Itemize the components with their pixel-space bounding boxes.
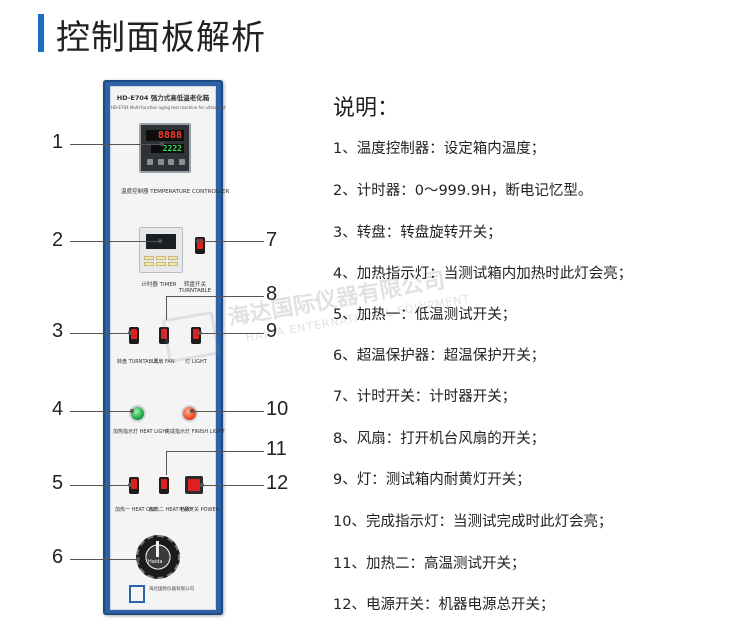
callout-3-line [70,333,130,334]
explanation-item: 8、风扇：打开机台风扇的开关； [333,431,546,447]
power-label: 电源开关 POWER [179,507,220,513]
explanation-item: 3、转盘：转盘旋转开关； [333,225,502,241]
callout-10-line [192,411,264,412]
control-panel: HD-E704 强力式高低温老化箱 HD-E704 Multi-function… [103,80,230,615]
callout-9-line [200,333,264,334]
knob-brand: Haida [148,559,163,565]
over-temperature-knob: Haida [136,535,180,579]
callout-9: 9 [266,320,278,342]
finish-indicator-lamp [181,405,198,422]
title-accent-bar [38,14,44,52]
explanation-item: 4、加热指示灯：当测试箱内加热时此灯会亮； [333,266,633,282]
explanation-item: 12、电源开关：机器电源总开关； [333,597,555,613]
callout-5-dot [128,483,132,487]
callout-1-line [70,144,162,145]
callout-5: 5 [52,472,64,494]
timer-switch [195,237,205,254]
callout-7-dot [196,239,200,243]
explanation-item: 9、灯：测试箱内耐黄灯开关； [333,472,531,488]
callout-1-dot [160,142,164,146]
callout-4-line [70,411,132,412]
logo-mark-icon [129,585,145,603]
explanation-item: 2、计时器：0～999.9H，断电记忆型。 [333,183,593,199]
fan-switch [159,327,169,344]
callout-8-line [166,296,264,297]
power-switch [185,476,203,494]
control-panel-face: HD-E704 强力式高低温老化箱 HD-E704 Multi-function… [110,86,230,610]
heat-two-label: 加热二 HEAT TWO [149,507,193,513]
controller-keys [147,159,185,166]
explanation-item: 5、加热一：低温测试开关； [333,307,517,323]
callout-3-dot [128,331,132,335]
callout-4: 4 [52,398,64,420]
fan-switch-label: 风扇 FAN [153,359,175,365]
explanation-item: 1、温度控制器：设定箱内温度； [333,141,546,157]
callout-12: 12 [266,472,289,494]
sv-display: 2222 [151,144,184,153]
callout-1: 1 [52,131,64,153]
callout-8: 8 [266,283,278,305]
callout-6: 6 [52,546,64,568]
explanation-item: 10、完成指示灯：当测试完成时此灯会亮； [333,514,613,530]
callout-11-drop [166,451,167,475]
callout-5-line [70,485,130,486]
turntable-label: 转盘开关 TURNTABLE [178,282,212,294]
callout-2: 2 [52,229,64,251]
light-switch [191,327,201,344]
callout-2-line [70,241,160,242]
explanation-item: 6、超温保护器：超温保护开关； [333,348,546,364]
finish-indicator-label: 完成指示灯 FINISH LIGHT [165,429,225,435]
callout-4-dot [130,409,134,413]
turntable-switch-label: 转盘 TURNTABLE [117,359,158,365]
callout-7-line [198,241,264,242]
heat-one-label: 加热一 HEAT ONE [115,507,158,513]
callout-6-line [70,559,138,560]
heat-two-switch [159,477,169,494]
callout-2-dot [158,239,162,243]
explanation-item: 7、计时开关：计时器开关； [333,389,517,405]
callout-12-line [202,485,264,486]
callout-11: 11 [266,438,287,460]
knob-pointer [156,541,159,557]
callout-7: 7 [266,229,278,251]
timer-buttons [144,256,178,266]
page-title: 控制面板解析 [56,18,266,58]
panel-model-subtitle: HD-E704 Multi-function aging test machin… [111,105,226,110]
pv-display: 8888 [146,130,184,141]
panel-header: HD-E704 强力式高低温老化箱 HD-E704 Multi-function… [111,87,226,117]
panel-model-title: HD-E704 强力式高低温老化箱 [116,94,210,102]
light-switch-label: 灯 LIGHT [185,359,207,365]
turntable-switch [129,327,139,344]
callout-8-drop [166,296,167,320]
callout-10: 10 [266,398,289,420]
temperature-controller-label: 温度控制器 TEMPERATURE CONTROLLER [121,189,230,195]
panel-footer-logo: 海达国际仪器有限公司 [129,585,199,607]
heat-one-switch [129,477,139,494]
callout-10-dot [190,409,194,413]
callout-12-dot [200,483,204,487]
timer-label: 计时器 TIMER [141,282,177,288]
explanation-heading: 说明： [333,96,400,121]
temperature-controller: 8888 2222 [139,123,191,173]
callout-6-dot [136,557,140,561]
heat-indicator-lamp [129,405,146,422]
footer-company: 海达国际仪器有限公司 [149,587,194,592]
callout-11-line [166,451,264,452]
timer-device [139,227,183,273]
heat-indicator-label: 加热指示灯 HEAT LIGHT [113,429,170,435]
explanation-item: 11、加热二：高温测试开关； [333,556,526,572]
callout-9-dot [198,331,202,335]
callout-3: 3 [52,320,64,342]
